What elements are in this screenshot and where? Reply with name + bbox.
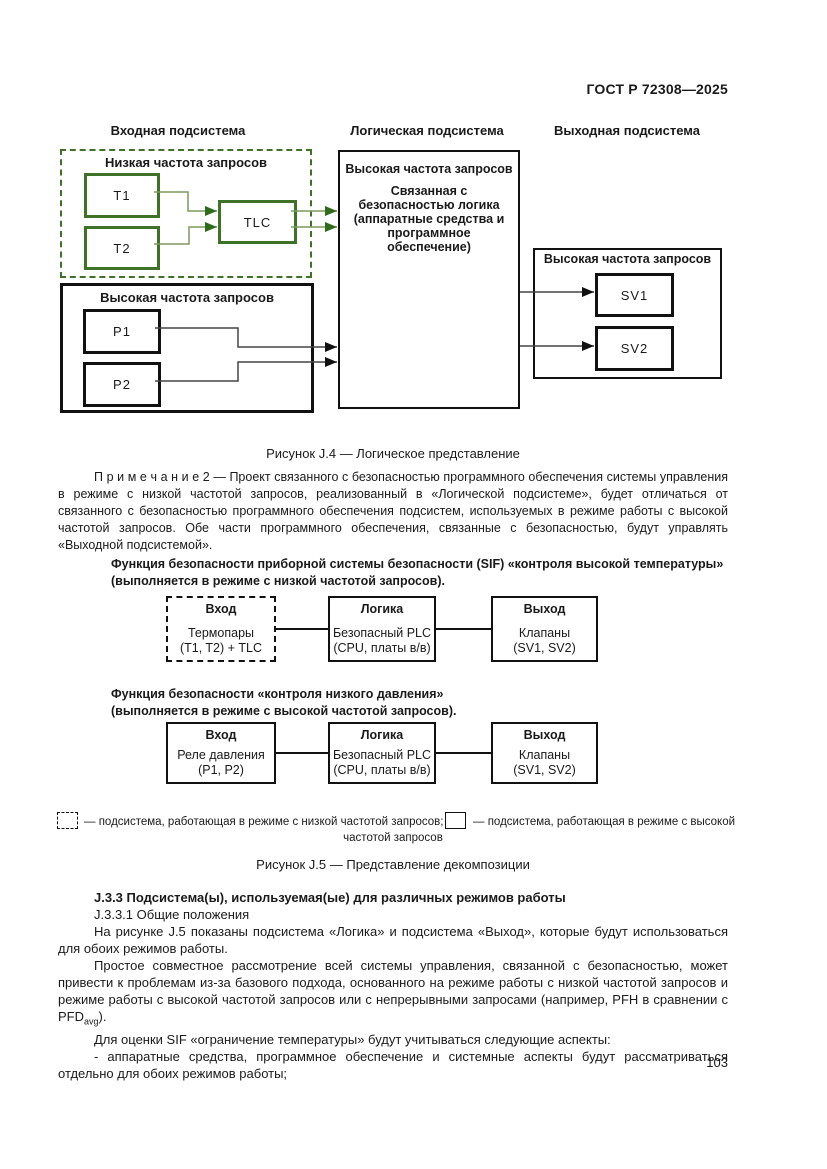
section-para2: Простое совместное рассмотрение всей сис… [58,957,728,1031]
legend-solid-label-line1: — подсистема, работающая в режиме с высо… [473,816,736,828]
figure-j4-caption: Рисунок J.4 — Логическое представление [266,446,520,461]
sif2-input-box: Вход Реле давления (P1, P2) [166,722,276,784]
sif2-output-body: Клапаны (SV1, SV2) [513,748,576,777]
node-sv1: SV1 [595,273,674,317]
logic-box-title: Высокая частота запросов [345,162,513,176]
sif2-logic-body: Безопасный PLC (CPU, платы в/в) [332,748,432,777]
section-para2-text: Простое совместное рассмотрение всей сис… [58,958,728,1024]
sif1-title: Функция безопасности приборной системы б… [111,556,731,590]
sif1-title-line1: Функция безопасности приборной системы б… [111,557,724,571]
node-t2: T2 [84,226,160,270]
column-header-output: Выходная подсистема [554,123,700,138]
sif1-output-header: Выход [523,602,566,616]
high-demand-group-title: Высокая частота запросов [100,290,274,305]
node-t1: T1 [84,173,160,218]
section-para3: Для оценки SIF «ограничение температуры»… [94,1031,611,1047]
note-2-block: П р и м е ч а н и е 2 — Проект связанног… [58,469,728,554]
sif1-logic-body: Безопасный PLC (CPU, платы в/в) [332,626,432,655]
sif1-link-logic-output [436,628,491,630]
note-2-text: П р и м е ч а н и е 2 — Проект связанног… [58,470,728,552]
logic-subsystem-box: Высокая частота запросов Связанная с без… [338,150,520,409]
node-tlc: TLC [218,200,297,244]
document-code: ГОСТ Р 72308—2025 [586,81,728,97]
low-demand-group-title: Низкая частота запросов [104,155,268,170]
section-para2-tail: ). [98,1009,107,1024]
legend-solid-label-line2: частотой запросов [343,832,443,844]
figure-j5-caption: Рисунок J.5 — Представление декомпозиции [256,857,530,872]
section-subheading: J.3.3.1 Общие положения [94,907,250,922]
sif1-input-header: Вход [205,602,237,616]
sif2-logic-box: Логика Безопасный PLC (CPU, платы в/в) [328,722,436,784]
section-heading: J.3.3 Подсистема(ы), используемая(ые) дл… [94,890,566,905]
sif2-title: Функция безопасности «контроля низкого д… [111,686,731,720]
node-p1: P1 [83,309,161,354]
sif1-logic-box: Логика Безопасный PLC (CPU, платы в/в) [328,596,436,662]
sif2-title-line1: Функция безопасности «контроля низкого д… [111,687,444,701]
sif1-input-body: Термопары (T1, T2) + TLC [179,626,263,655]
output-box-title: Высокая частота запросов [543,252,712,266]
node-sv2: SV2 [595,326,674,371]
legend-dashed-label: — подсистема, работающая в режиме с низк… [84,816,444,828]
column-header-input: Входная подсистема [110,123,246,138]
sif2-logic-header: Логика [360,728,404,742]
node-p2: P2 [83,362,161,407]
sif2-title-line2: (выполняется в режиме с высокой частотой… [111,704,457,718]
sif2-link-input-logic [276,752,328,754]
sif1-output-box: Выход Клапаны (SV1, SV2) [491,596,598,662]
section-para1: На рисунке J.5 показаны подсистема «Логи… [58,924,728,956]
sif1-input-box: Вход Термопары (T1, T2) + TLC [166,596,276,662]
section-j33-block: J.3.3 Подсистема(ы), используемая(ые) дл… [58,889,728,1082]
page-number: 103 [706,1055,728,1070]
legend-solid-box-icon [445,812,466,829]
section-bullet1: - аппаратные средства, программное обесп… [58,1048,728,1081]
sif2-link-logic-output [436,752,491,754]
sif2-output-box: Выход Клапаны (SV1, SV2) [491,722,598,784]
sif1-title-line2: (выполняется в режиме с низкой частотой … [111,574,445,588]
sif2-output-header: Выход [523,728,566,742]
sif1-logic-header: Логика [360,602,404,616]
sif1-link-input-logic [276,628,328,630]
sif2-input-body: Реле давления (P1, P2) [177,748,265,777]
sif1-output-body: Клапаны (SV1, SV2) [513,626,576,655]
section-para2-subscript: avg [84,1016,99,1027]
legend-dashed-box-icon [57,812,78,829]
sif2-input-header: Вход [205,728,237,742]
column-header-logic: Логическая подсистема [350,123,504,138]
logic-box-body: Связанная с безопасностью логика (аппара… [353,184,505,254]
